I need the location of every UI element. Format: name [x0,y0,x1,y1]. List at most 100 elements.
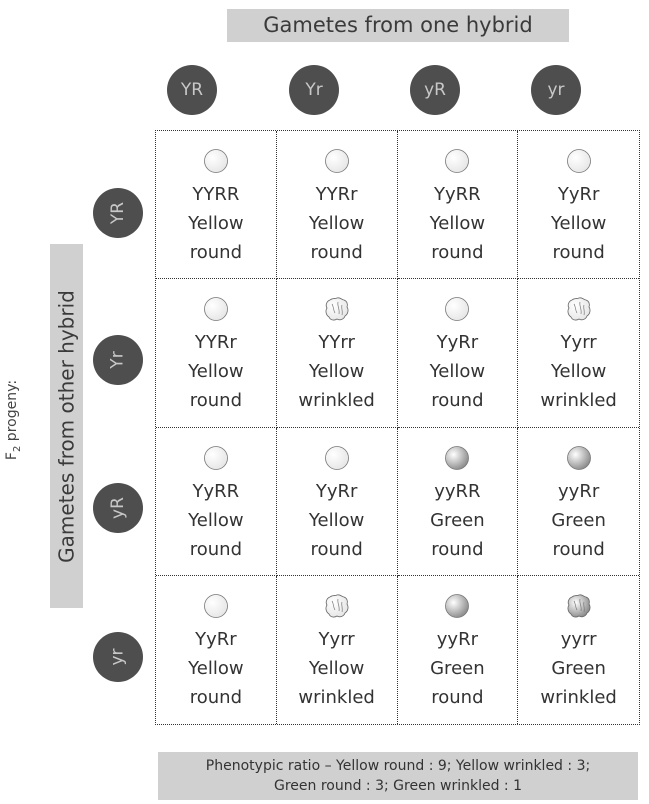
genotype-label: YYRr [194,332,237,354]
progeny-label: F2 progeny: [0,350,24,490]
genotype-label: YyRr [436,332,479,354]
column-gamete-2: Yr [289,65,339,115]
seed-shape-label: round [431,242,484,263]
column-gamete-4: yr [531,65,581,115]
seed-color-label: Yellow [188,509,244,531]
row-gamete-2: Yr [93,335,143,385]
seed-color-label: Yellow [429,361,486,383]
genotype-label: Yyrr [318,628,355,650]
top-title: Gametes from one hybrid [227,9,569,42]
ratio-line-1: Phenotypic ratio – Yellow round : 9; Yel… [205,758,591,774]
ratio-line-2: Green round : 3; Green wrinkled : 1 [273,778,523,794]
yellow-round-seed-icon [566,149,591,173]
yellow-wrinkled-seed-icon [325,594,349,618]
seed-color-label: Green [551,657,606,679]
seed-shape-label: round [189,538,242,560]
seed-shape-label: round [189,390,242,412]
genotype-label: YyRr [557,184,600,205]
progeny-label-suffix: progeny: [4,379,20,446]
yellow-round-seed-icon [324,445,349,470]
genotype-label: yyRR [434,480,481,502]
row-gamete-4: yr [93,632,143,682]
seed-shape-label: wrinkled [298,686,375,708]
seed-color-label: Yellow [308,361,365,383]
green-round-seed-icon [445,445,470,470]
genotype-label: YYRR [192,184,240,205]
seed-shape-label: wrinkled [540,686,617,708]
genotype-label: YYrr [318,332,355,354]
seed-color-label: Yellow [550,213,607,234]
seed-shape-label: round [552,538,605,560]
side-title-text: Gametes from other hybrid [54,289,78,563]
genotype-label: yyRr [558,480,600,502]
grid-cell: yyRR Green round [397,427,519,576]
seed-shape-label: round [431,686,484,708]
genotype-label: yyrr [560,628,597,650]
yellow-round-seed-icon [445,297,470,322]
column-gametes: YR Yr yR yr [155,65,640,115]
seed-shape-label: round [431,390,484,412]
yellow-round-seed-icon [203,445,228,470]
seed-shape-label: round [189,242,242,263]
yellow-round-seed-icon [445,149,470,173]
genotype-label: YyRr [315,480,358,502]
progeny-label-sub: 2 [11,445,23,453]
row-gamete-1: YR [93,188,143,238]
seed-shape-label: round [310,538,363,560]
progeny-label-f: F [4,452,20,461]
seed-color-label: Green [551,509,606,531]
seed-shape-label: round [310,242,363,263]
seed-color-label: Yellow [188,657,244,679]
seed-shape-label: wrinkled [298,390,375,412]
seed-shape-label: round [552,242,605,263]
seed-color-label: Yellow [308,509,365,531]
seed-color-label: Yellow [308,213,365,234]
genotype-label: yyRr [436,628,478,650]
genotype-label: YYRr [315,184,358,205]
yellow-round-seed-icon [203,149,228,173]
row-gametes: YR Yr yR yr [93,130,143,725]
green-round-seed-icon [566,445,591,470]
row-gamete-3: yR [93,483,143,533]
column-gamete-1: YR [167,65,217,115]
yellow-round-seed-icon [203,297,228,322]
genotype-label: YyRR [434,184,481,205]
seed-shape-label: round [431,538,484,560]
yellow-round-seed-icon [203,593,228,618]
grid-cell: YyRR Yellow round [156,427,277,576]
genotype-label: YyRR [192,480,240,502]
seed-color-label: Yellow [429,213,486,234]
seed-color-label: Yellow [188,361,244,383]
genotype-label: YyRr [195,628,237,650]
grid-cell: YYRR Yellow round [156,131,277,280]
seed-shape-label: wrinkled [540,390,617,412]
yellow-wrinkled-seed-icon [567,297,591,321]
yellow-wrinkled-seed-icon [325,297,349,321]
seed-color-label: Yellow [308,657,365,679]
seed-color-label: Yellow [550,361,607,383]
phenotypic-ratio: Phenotypic ratio – Yellow round : 9; Yel… [158,752,638,800]
seed-color-label: Green [430,657,485,679]
column-gamete-3: yR [410,65,460,115]
genotype-label: Yyrr [560,332,597,354]
seed-color-label: Yellow [188,213,244,234]
seed-shape-label: round [189,686,242,708]
grid-cell: YyRR Yellow round [397,131,519,280]
green-round-seed-icon [445,593,470,618]
yellow-round-seed-icon [324,149,349,173]
seed-color-label: Green [430,509,485,531]
green-wrinkled-seed-icon [567,594,591,618]
side-title: Gametes from other hybrid [50,244,83,608]
